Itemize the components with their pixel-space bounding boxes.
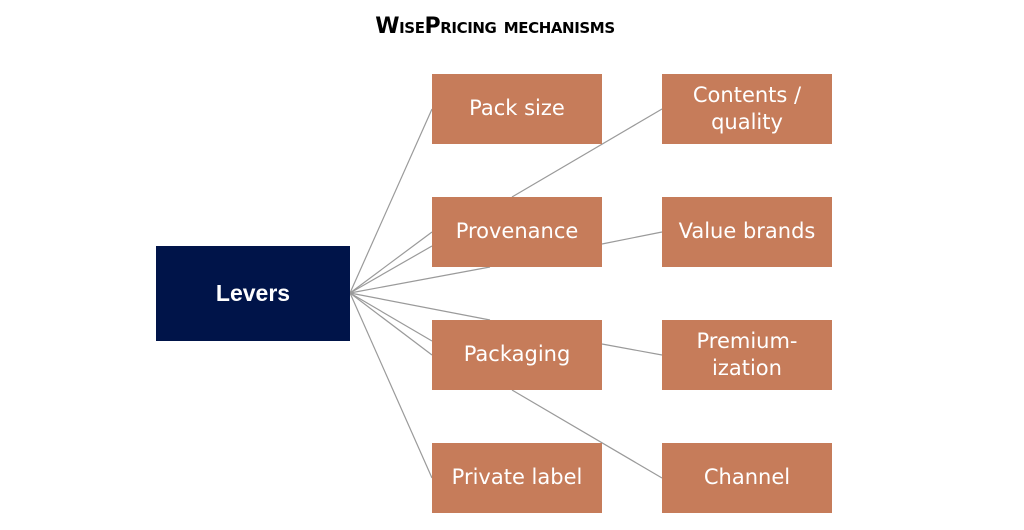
connector-packaging-channel bbox=[511, 389, 663, 479]
connector-levers-premiumization bbox=[349, 292, 433, 342]
connector-levers-channel bbox=[349, 292, 433, 356]
connector-packaging-premiumization bbox=[601, 343, 663, 356]
connector-levers-value-brands bbox=[349, 245, 433, 294]
connector-provenance-contents-quality bbox=[511, 108, 663, 198]
lever-premiumization: Premium-ization bbox=[662, 320, 832, 390]
lever-provenance: Provenance bbox=[432, 197, 602, 267]
lever-private-label: Private label bbox=[432, 443, 602, 513]
connector-levers-pack-size bbox=[349, 108, 433, 294]
lever-contents-quality: Contents / quality bbox=[662, 74, 832, 144]
connector-provenance-value-brands bbox=[601, 231, 663, 245]
lever-value-brands: Value brands bbox=[662, 197, 832, 267]
connector-levers-contents-quality bbox=[349, 231, 433, 294]
lever-channel: Channel bbox=[662, 443, 832, 513]
lever-packaging: Packaging bbox=[432, 320, 602, 390]
diagram-title: WisePricing mechanisms bbox=[375, 14, 615, 39]
levers-root-node: Levers bbox=[156, 246, 350, 341]
connector-levers-private-label bbox=[349, 292, 433, 479]
connector-levers-packaging bbox=[349, 292, 491, 321]
lever-pack-size: Pack size bbox=[432, 74, 602, 144]
connector-levers-provenance bbox=[349, 266, 491, 294]
